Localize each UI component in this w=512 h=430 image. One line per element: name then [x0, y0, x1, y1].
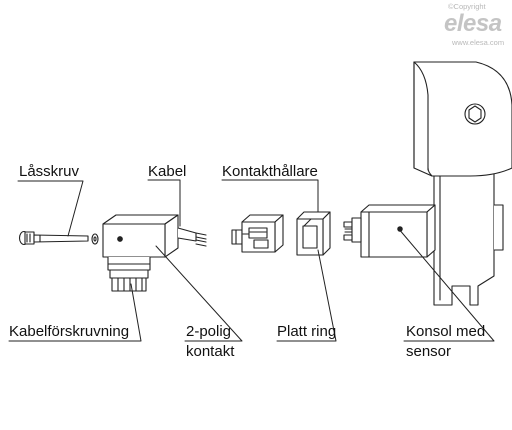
washer — [91, 233, 99, 245]
label-two-pole-connector-line2: kontakt — [186, 343, 235, 360]
leader-lines — [8, 179, 495, 342]
elesa-logo: elesa — [444, 10, 502, 37]
copyright-notice: ©Copyright — [448, 2, 486, 11]
locking-screw — [18, 230, 89, 246]
bracket-with-sensor — [343, 61, 512, 306]
label-bracket-line1: Konsol med — [406, 323, 486, 340]
label-flat-ring: Platt ring — [277, 323, 337, 340]
label-contact-holder: Kontakthållare — [222, 163, 318, 180]
two-pole-connector — [102, 214, 179, 292]
label-cable-gland: Kabelförskruvning — [9, 323, 130, 340]
label-cable: Kabel — [148, 163, 187, 180]
contact-holder — [231, 214, 284, 253]
cable — [177, 227, 207, 247]
flat-ring — [296, 211, 331, 256]
label-bracket-line2: sensor — [406, 343, 452, 360]
label-two-pole-connector-line1: 2-polig — [186, 323, 232, 340]
label-locking-screw: Låsskruv — [19, 163, 80, 180]
website-url: www.elesa.com — [452, 38, 505, 47]
